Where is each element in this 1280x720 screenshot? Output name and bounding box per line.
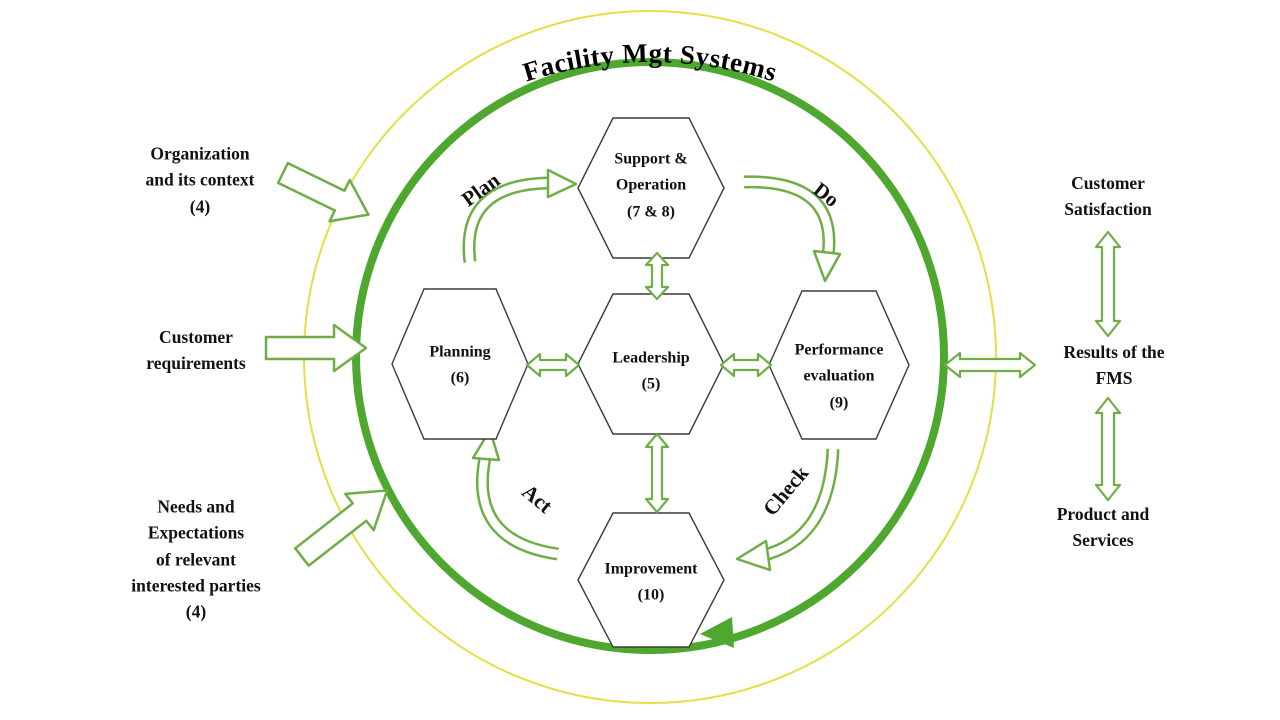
satisfaction-results-double-arrow-icon <box>1094 230 1122 338</box>
leadership-performance-double-arrow-icon <box>719 352 773 378</box>
organization-input-arrow-icon <box>276 161 370 223</box>
do-arrowhead-icon <box>812 249 842 283</box>
label-organization-context: Organization and its context (4) <box>145 143 255 217</box>
hexagon-improvement <box>577 512 725 648</box>
customer-requirements-input-arrow-icon <box>264 323 368 373</box>
do-curved-arrow-icon <box>743 175 842 283</box>
label-customer-requirements: Customer requirements <box>146 326 246 373</box>
label-needs-expectations: Needs and Expectations of relevant inter… <box>131 496 261 622</box>
planning-leadership-double-arrow-icon <box>525 352 581 378</box>
hexagon-label-planning: Planning (6) <box>429 343 491 387</box>
label-product-and-services: Product and Services <box>1056 503 1150 550</box>
hexagon-label-performance-evaluation: Performance evaluation (9) <box>794 341 884 412</box>
results-products-double-arrow-icon <box>1094 396 1122 502</box>
check-arrowhead-icon <box>735 539 772 572</box>
plan-curved-arrow-icon <box>462 168 578 263</box>
hexagon-support-operation <box>577 117 725 259</box>
needs-input-arrow-icon <box>293 489 389 567</box>
plan-arrowhead-icon <box>546 168 578 199</box>
act-curved-arrow-icon <box>471 428 559 561</box>
results-output-double-arrow-icon <box>943 351 1037 379</box>
act-arrowhead-icon <box>471 428 501 462</box>
support-leadership-double-arrow-icon <box>644 251 670 301</box>
hexagon-label-support-operation: Support & Operation (7 & 8) <box>614 150 688 221</box>
hexagon-label-leadership: Leadership (5) <box>612 349 690 393</box>
label-customer-satisfaction: Customer Satisfaction <box>1064 172 1152 219</box>
check-curved-arrow-icon <box>735 448 840 572</box>
hexagon-label-improvement: Improvement (10) <box>604 560 698 604</box>
label-results-of-fms: Results of the FMS <box>1063 341 1165 388</box>
cycle-ring-arrowhead-icon <box>700 617 734 648</box>
leadership-improvement-double-arrow-icon <box>644 432 670 514</box>
hexagon-performance-evaluation <box>768 290 910 440</box>
